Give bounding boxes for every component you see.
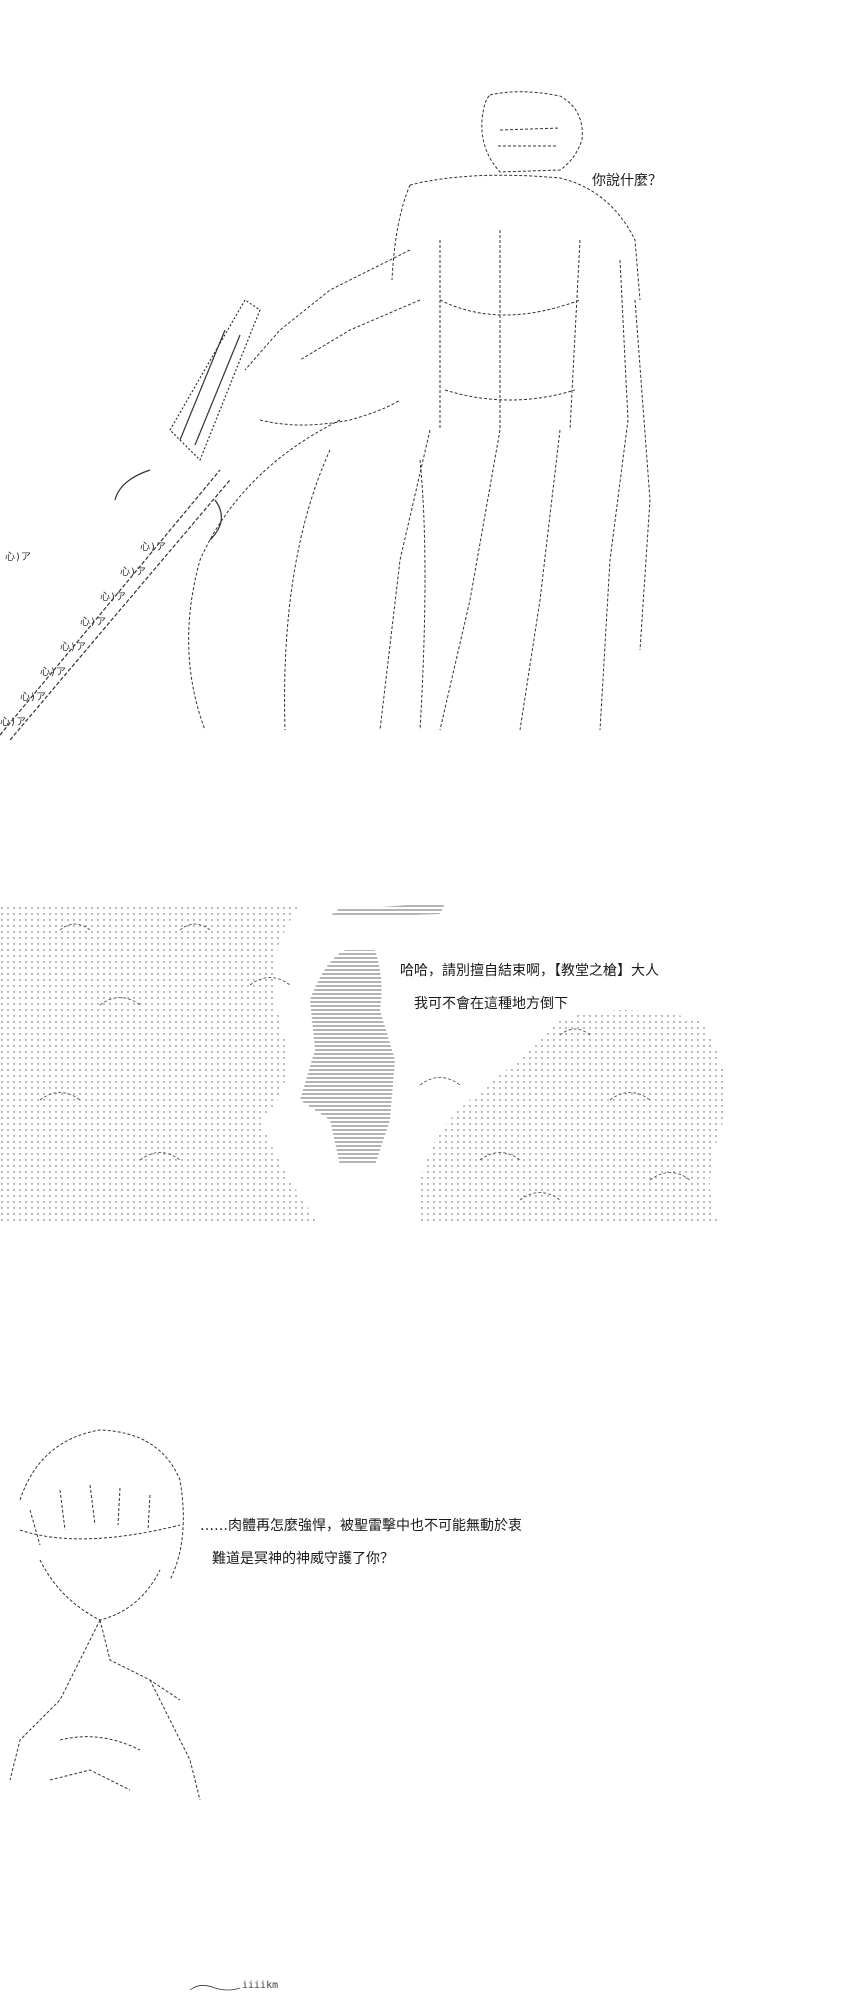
svg-text:心)ア: 心)ア	[40, 666, 66, 678]
svg-text:心)ア: 心)ア	[120, 566, 146, 578]
figure-outline	[188, 91, 651, 731]
top-hatch-streak	[330, 904, 445, 916]
spear-art	[0, 299, 261, 740]
svg-text:心)ア: 心)ア	[100, 591, 126, 603]
svg-text:心)ア: 心)ア	[5, 551, 31, 563]
dust-cloud-right	[418, 1010, 727, 1225]
bottom-fragment-text: iiiikm	[242, 1980, 279, 1991]
scene3-dialogue-line-1: ……肉體再怎麼強悍，被聖雷擊中也不可能無動於衷	[200, 1518, 522, 1534]
scene3-dialogue-line-2: 難道是冥神的神威守護了你？	[212, 1551, 394, 1567]
shadow-silhouette	[300, 950, 395, 1165]
dust-cloud-left	[0, 905, 320, 1225]
scene2-dialogue-line-1: 哈哈，請別擅自結束啊，【教堂之槍】大人	[400, 963, 659, 979]
spear-glyph-texture: 心)ア 心)ア 心)ア 心)ア 心)ア 心)ア 心)ア 心)ア 心)ア	[0, 541, 166, 728]
svg-text:心)ア: 心)ア	[0, 716, 26, 728]
scene1-dialogue-line-1: 你說什麼？	[592, 173, 662, 189]
bottom-fragment-art	[189, 1985, 241, 1991]
svg-text:心)ア: 心)ア	[60, 641, 86, 653]
svg-text:心)ア: 心)ア	[140, 541, 166, 553]
scene1-figure-art: 心)ア 心)ア 心)ア 心)ア 心)ア 心)ア 心)ア 心)ア 心)ア	[0, 91, 651, 740]
scene2-dialogue-line-2: 我可不會在這種地方倒下	[414, 996, 568, 1012]
scene2-smoke-art	[0, 904, 727, 1225]
svg-text:心)ア: 心)ア	[20, 691, 46, 703]
svg-text:心)ア: 心)ア	[80, 616, 106, 628]
portrait-outline	[9, 1429, 201, 1801]
